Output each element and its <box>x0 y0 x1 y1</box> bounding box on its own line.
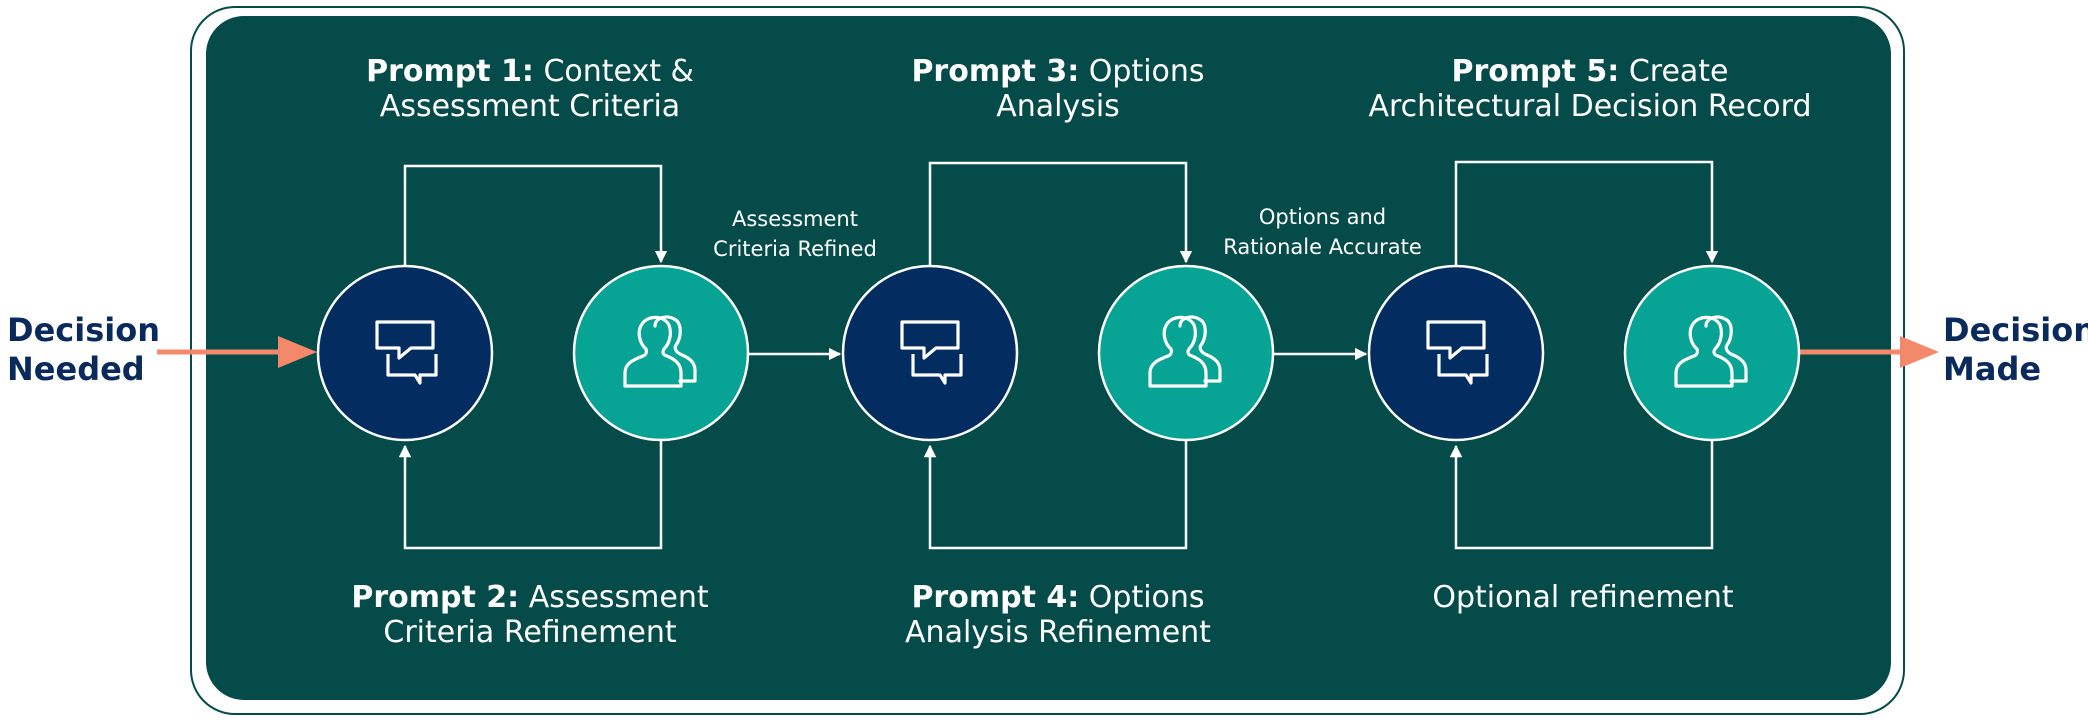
prompt-2-title: Prompt 2: Assessment Criteria Refinement <box>351 580 709 651</box>
people-icon <box>1674 315 1748 388</box>
panel-background <box>206 16 1891 700</box>
prompt-node-2 <box>841 264 1019 442</box>
prompt-node-3 <box>1367 264 1545 442</box>
prompt-node-1 <box>316 264 494 442</box>
input-arrow <box>157 336 317 368</box>
review-node-3 <box>1623 264 1801 442</box>
stage-1-bottom-loop <box>398 441 663 550</box>
review-node-1 <box>572 264 750 442</box>
input-label: Decision Needed <box>7 311 160 389</box>
chat-bubbles-icon <box>900 320 963 385</box>
stage-2-top-loop <box>928 161 1193 265</box>
stage-1-top-loop <box>403 164 668 265</box>
prompt-3-title: Prompt 3: Options Analysis <box>911 54 1205 125</box>
prompt-1-title: Prompt 1: Context & Assessment Criteria <box>366 54 694 125</box>
chat-bubbles-icon <box>375 320 438 385</box>
review-node-2 <box>1097 264 1275 442</box>
transition-2-label: Options and Rationale Accurate <box>1223 205 1422 260</box>
optional-refinement-label: Optional refinement <box>1432 580 1734 615</box>
people-icon <box>1148 315 1222 388</box>
output-label: Decision Made <box>1943 311 2088 389</box>
stage-3-top-loop <box>1454 160 1719 265</box>
stage-2-bottom-loop <box>923 441 1188 550</box>
stage-3-bottom-loop <box>1449 441 1714 550</box>
prompt-5-title: Prompt 5: Create Architectural Decision … <box>1368 54 1812 125</box>
chat-bubbles-icon <box>1426 320 1489 385</box>
output-arrow <box>1797 336 1939 368</box>
prompt-4-title: Prompt 4: Options Analysis Refinement <box>905 580 1211 651</box>
transition-1-label: Assessment Criteria Refined <box>713 207 877 262</box>
people-icon <box>623 315 697 388</box>
